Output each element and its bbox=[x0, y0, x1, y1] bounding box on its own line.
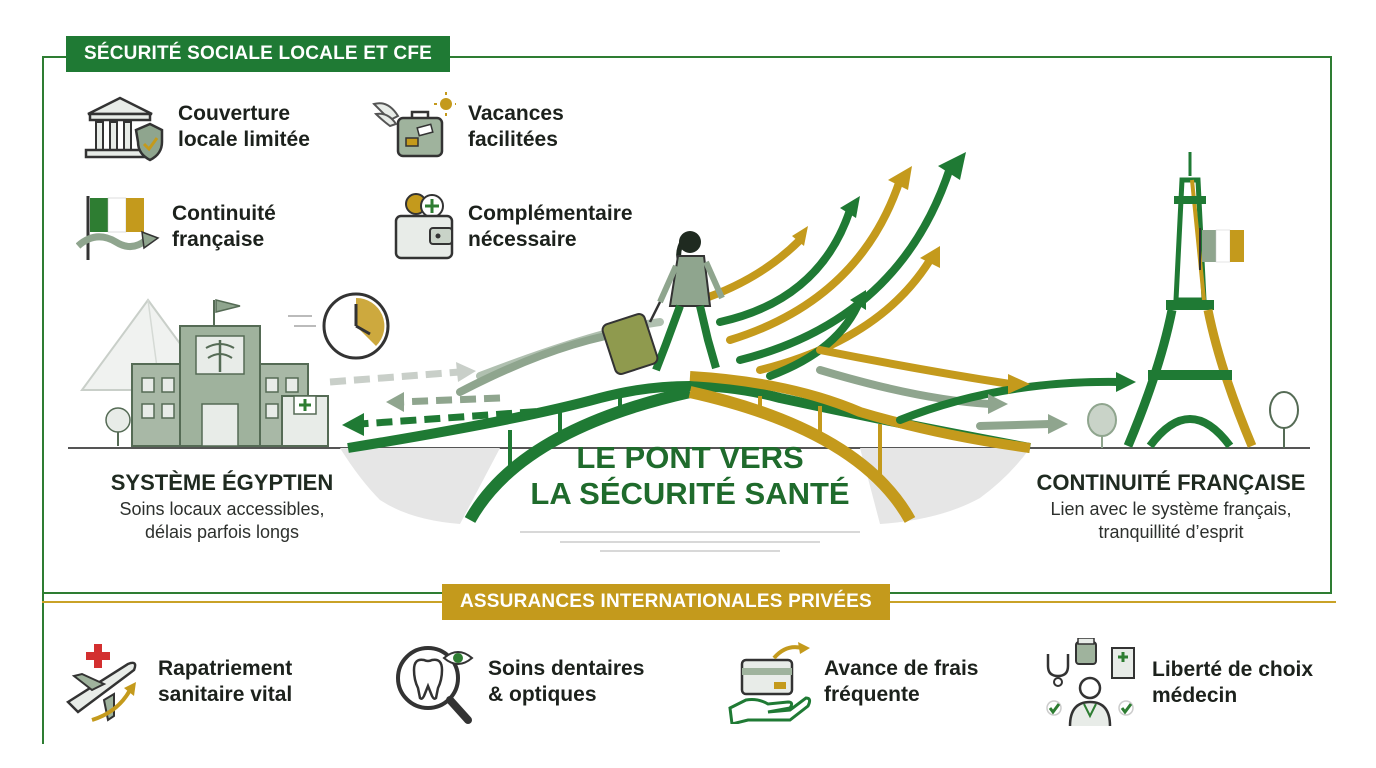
feature-choice-of-doctor: Liberté de choix médecin bbox=[1040, 638, 1352, 728]
feature-complementary-needed: Complémentaire nécessaire bbox=[372, 190, 658, 264]
bank-shield-icon bbox=[84, 96, 164, 162]
section-label-private-insurance: ASSURANCES INTERNATIONALES PRIVÉES bbox=[442, 584, 890, 620]
tooth-magnifier-icon bbox=[396, 646, 474, 724]
wallet-plus-icon bbox=[394, 193, 454, 260]
description-line1: Lien avec le système français, bbox=[1050, 499, 1292, 519]
flying-suitcase-icon bbox=[372, 92, 456, 158]
feature-label-line2: & optiques bbox=[488, 683, 597, 706]
feature-label-line1: Avance de frais bbox=[824, 657, 979, 680]
feature-label-line2: française bbox=[172, 228, 265, 251]
feature-limited-coverage: Couverture locale limitée bbox=[82, 90, 368, 164]
feature-label-line2: fréquente bbox=[824, 683, 920, 706]
feature-label-line2: sanitaire vital bbox=[158, 683, 293, 706]
card-hand-icon bbox=[728, 642, 812, 724]
french-continuity-title: CONTINUITÉ FRANÇAISE bbox=[1036, 470, 1306, 495]
feature-label-line1: Vacances bbox=[468, 102, 564, 125]
feature-label-line2: facilitées bbox=[468, 128, 558, 151]
feature-easy-vacations: Vacances facilitées bbox=[372, 90, 658, 164]
plane-cross-icon bbox=[66, 644, 137, 722]
bridge-title-line1: LE PONT VERS bbox=[576, 440, 804, 475]
feature-label-line1: Continuité bbox=[172, 202, 276, 225]
feature-label-line2: locale limitée bbox=[178, 128, 310, 151]
feature-french-continuity: Continuité française bbox=[76, 190, 362, 264]
feature-label-line2: nécessaire bbox=[468, 228, 577, 251]
bridge-title: LE PONT VERS LA SÉCURITÉ SANTÉ bbox=[480, 440, 900, 512]
feature-label-line1: Soins dentaires bbox=[488, 657, 645, 680]
egyptian-system-description: Soins locaux accessibles, délais parfois… bbox=[82, 498, 362, 544]
feature-label-line1: Couverture bbox=[178, 102, 291, 125]
feature-label-line2: médecin bbox=[1152, 684, 1238, 707]
frame-left-extension bbox=[42, 594, 44, 744]
feature-repatriation: Rapatriement sanitaire vital bbox=[62, 640, 358, 724]
feature-label-line1: Complémentaire bbox=[468, 202, 633, 225]
feature-advance-payment: Avance de frais fréquente bbox=[728, 640, 1024, 724]
doctor-choice-icon bbox=[1046, 638, 1135, 727]
description-line2: délais parfois longs bbox=[144, 522, 300, 542]
feature-label-line1: Liberté de choix bbox=[1152, 658, 1314, 681]
feature-dental-optical: Soins dentaires & optiques bbox=[392, 640, 688, 724]
egyptian-system-title: SYSTÈME ÉGYPTIEN bbox=[110, 470, 334, 495]
french-continuity-description: Lien avec le système français, tranquill… bbox=[1016, 498, 1326, 544]
description-line2: tranquillité d’esprit bbox=[1098, 522, 1244, 542]
flag-arrow-icon bbox=[76, 196, 160, 260]
feature-label-line1: Rapatriement bbox=[158, 657, 293, 680]
bridge-title-line2: LA SÉCURITÉ SANTÉ bbox=[530, 476, 850, 511]
description-line1: Soins locaux accessibles, bbox=[119, 499, 325, 519]
section-label-social-security: SÉCURITÉ SOCIALE LOCALE ET CFE bbox=[66, 36, 451, 72]
